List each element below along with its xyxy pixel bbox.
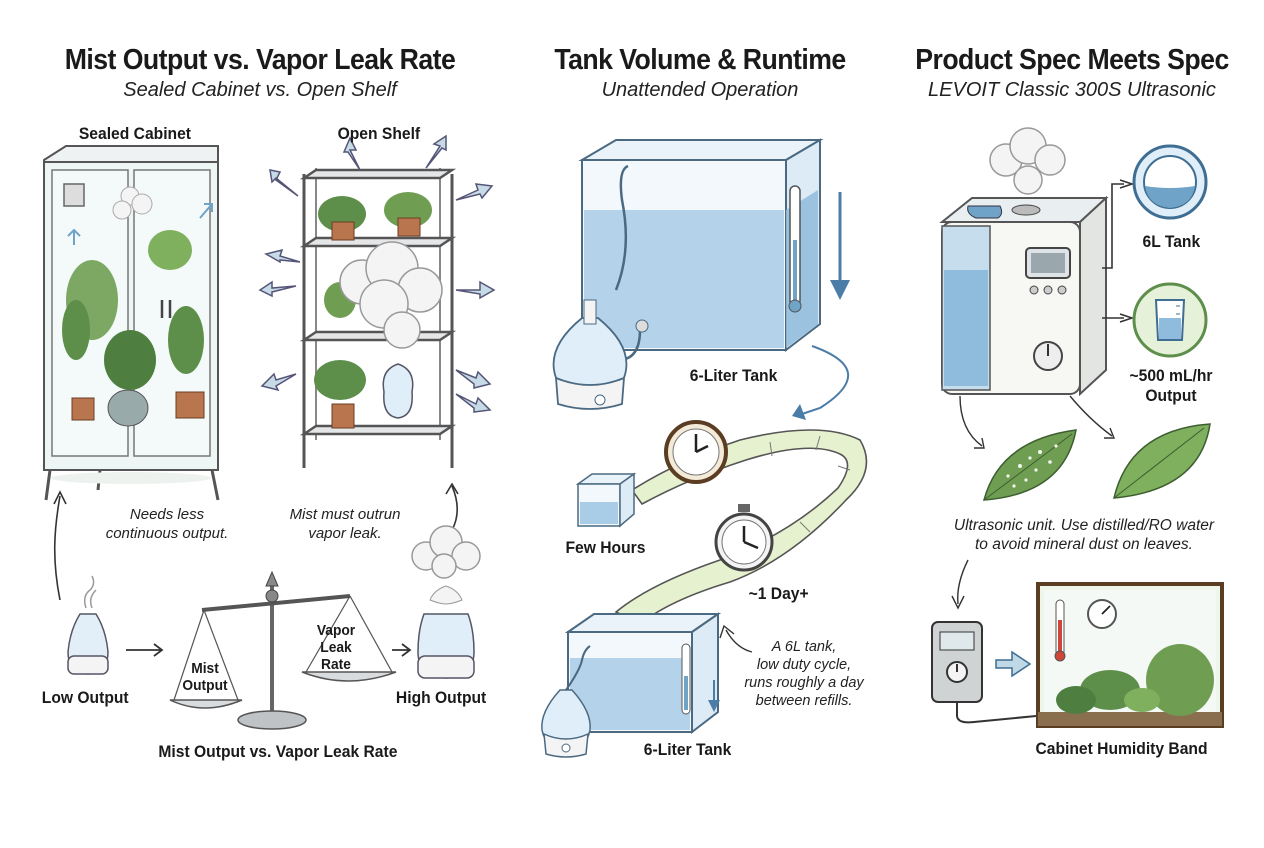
runtime-note-line1: A 6L tank, — [771, 639, 837, 655]
dusty-leaf-icon — [983, 429, 1077, 501]
sealed-cabinet-illustration — [43, 145, 220, 501]
sealed-cabinet-label: Sealed Cabinet — [78, 124, 191, 143]
panel-title: Mist Output vs. Vapor Leak Rate — [64, 44, 456, 76]
small-humidifier-illustration — [552, 164, 629, 410]
panel-subtitle: Unattended Operation — [601, 79, 799, 101]
panel-title: Tank Volume & Runtime — [554, 44, 846, 76]
water-note: Ultrasonic unit. Use distilled/RO water … — [934, 516, 1234, 555]
small-cube-icon — [575, 472, 637, 528]
scale-right-line2: Leak — [320, 639, 352, 656]
high-output-label: High Output — [395, 688, 487, 707]
runtime-note-line4: between refills. — [755, 693, 853, 710]
sealed-note: Needs less continuous output. — [92, 506, 242, 544]
panel-product-spec: Product Spec Meets Spec LEVOIT Classic 3… — [880, 0, 1264, 848]
runtime-note-line3: runs roughly a day — [744, 675, 864, 692]
small-tank-illustration — [541, 612, 722, 758]
scale-right-pan-label: Vapor Leak Rate — [308, 622, 363, 673]
water-note-line1: Ultrasonic unit. Use distilled/RO water — [953, 517, 1215, 534]
one-day-label: ~1 Day+ — [748, 584, 809, 603]
balance-scale-illustration — [169, 570, 397, 730]
low-output-humidifier-illustration — [67, 575, 109, 675]
high-output-humidifier-illustration — [411, 525, 481, 679]
runtime-note: A 6L tank, low duty cycle, runs roughly … — [734, 638, 874, 711]
humidistat-controller-illustration — [931, 621, 1037, 724]
humidity-band-label: Cabinet Humidity Band — [1035, 739, 1208, 758]
low-output-label: Low Output — [41, 688, 129, 707]
open-shelf-illustration — [258, 134, 496, 468]
stopwatch-icon — [714, 504, 774, 572]
scale-right-line1: Vapor — [316, 622, 356, 639]
output-label: ~500 mL/hr Output — [1120, 366, 1221, 406]
levoit-humidifier-illustration — [939, 127, 1109, 397]
tank-top-label: 6-Liter Tank — [689, 366, 778, 385]
humidity-cabinet-illustration — [1036, 582, 1224, 728]
tank-bottom-label: 6-Liter Tank — [643, 740, 732, 759]
beaker-icon — [1132, 282, 1208, 358]
scale-right-line3: Rate — [321, 656, 351, 673]
panel-sealed-vs-open: Mist Output vs. Vapor Leak Rate Sealed C… — [0, 0, 520, 848]
left-illustration — [43, 134, 496, 730]
tank-icon — [1132, 144, 1208, 220]
few-hours-label: Few Hours — [565, 538, 646, 557]
middle-illustration — [541, 138, 868, 758]
clock-icon — [664, 420, 728, 484]
output-line1: ~500 mL/hr — [1129, 366, 1213, 385]
panel-subtitle: LEVOIT Classic 300S Ultrasonic — [928, 79, 1216, 101]
scale-left-line1: Mist — [191, 660, 219, 677]
scale-left-pan-label: Mist Output — [173, 660, 237, 694]
scale-left-line2: Output — [182, 677, 228, 694]
open-shelf-label: Open Shelf — [337, 124, 421, 143]
panel-tank-runtime: Tank Volume & Runtime Unattended Operati… — [520, 0, 880, 848]
open-note-line2: vapor leak. — [308, 524, 382, 542]
panel-title: Product Spec Meets Spec — [915, 44, 1229, 76]
large-tank-illustration — [578, 138, 824, 362]
right-illustration — [931, 127, 1224, 728]
panel-subtitle: Sealed Cabinet vs. Open Shelf — [123, 79, 397, 101]
output-line2: Output — [1145, 386, 1197, 405]
sealed-note-line2: continuous output. — [105, 524, 229, 542]
water-note-line2: to avoid mineral dust on leaves. — [975, 536, 1193, 554]
open-note: Mist must outrun vapor leak. — [270, 506, 420, 544]
scale-caption: Mist Output vs. Vapor Leak Rate — [158, 742, 398, 761]
sealed-note-line1: Needs less — [129, 506, 205, 523]
tank-label: 6L Tank — [1142, 232, 1201, 251]
clean-leaf-icon — [1113, 423, 1211, 499]
open-note-line1: Mist must outrun — [289, 506, 401, 523]
runtime-note-line2: low duty cycle, — [756, 657, 852, 674]
down-arrow — [830, 192, 850, 300]
